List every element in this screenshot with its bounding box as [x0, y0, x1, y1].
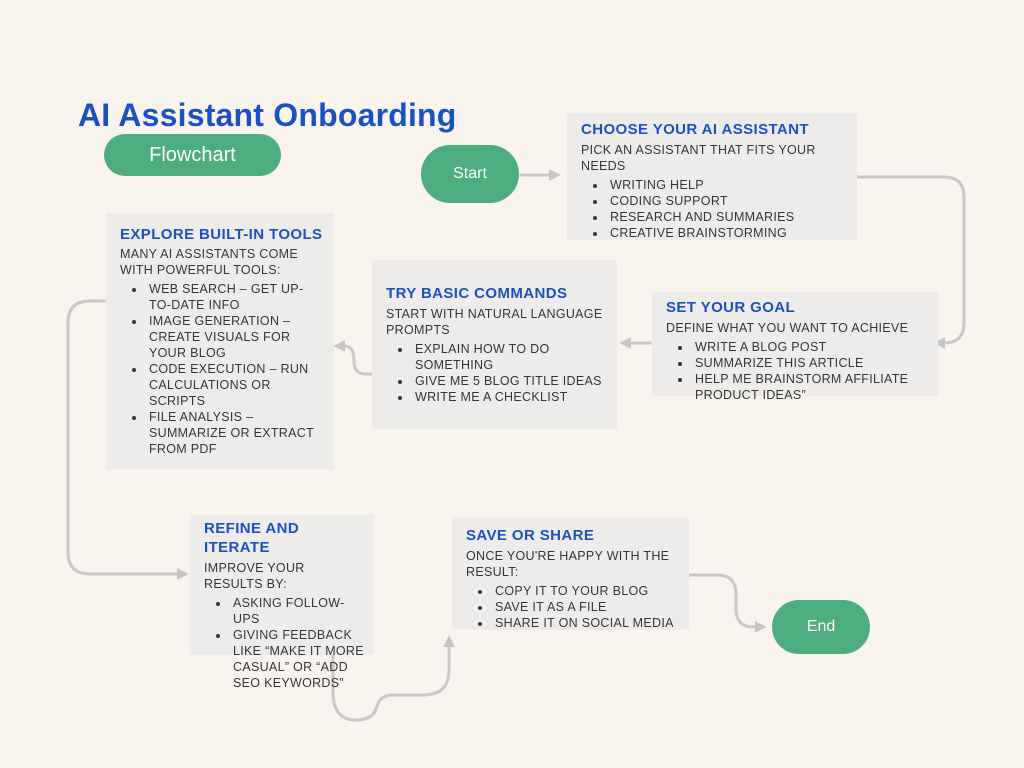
flow-node-choose-your-ai-assistant[interactable]: CHOOSE YOUR AI ASSISTANT PICK AN ASSISTA… — [567, 113, 857, 240]
bullet-item: EXPLAIN HOW TO DO SOMETHING — [412, 341, 607, 373]
connector-save-to-end — [687, 573, 767, 633]
bullet-item: IMAGE GENERATION – CREATE VISUALS FOR YO… — [146, 313, 324, 361]
bullet-item: WRITING HELP — [607, 177, 847, 193]
node-description: START WITH NATURAL LANGUAGE PROMPTS — [386, 306, 603, 337]
node-description: MANY AI ASSISTANTS COME WITH POWERFUL TO… — [120, 247, 299, 278]
node-bullet-list: WRITING HELP CODING SUPPORT RESEARCH AND… — [581, 177, 847, 241]
flow-node-save-or-share[interactable]: SAVE OR SHARE ONCE YOU'RE HAPPY WITH THE… — [452, 518, 689, 630]
bullet-item: SUMMARIZE THIS ARTICLE — [692, 355, 928, 371]
bullet-item: COPY IT TO YOUR BLOG — [492, 583, 679, 599]
node-title: EXPLORE BUILT-IN TOOLS — [120, 225, 323, 243]
node-title: CHOOSE YOUR AI ASSISTANT — [581, 121, 809, 138]
flow-node-refine-and-iterate[interactable]: REFINE AND ITERATE IMPROVE YOUR RESULTS … — [190, 514, 374, 690]
node-bullet-list: WRITE A BLOG POST SUMMARIZE THIS ARTICLE… — [666, 339, 928, 403]
bullet-item: RESEARCH AND SUMMARIES — [607, 209, 847, 225]
start-node[interactable]: Start — [421, 145, 519, 203]
bullet-item: CREATIVE BRAINSTORMING — [607, 225, 847, 241]
node-description: IMPROVE YOUR RESULTS BY: — [204, 560, 305, 591]
connector-choose-to-set-goal — [855, 175, 966, 349]
bullet-item: FILE ANALYSIS – SUMMARIZE OR EXTRACT FRO… — [146, 409, 324, 457]
node-bullet-list: WEB SEARCH – GET UP-TO-DATE INFO IMAGE G… — [120, 281, 324, 457]
bullet-item: CODING SUPPORT — [607, 193, 847, 209]
node-bullet-list: COPY IT TO YOUR BLOG SAVE IT AS A FILE S… — [466, 583, 679, 631]
node-title: SAVE OR SHARE — [466, 527, 595, 544]
bullet-item: HELP ME BRAINSTORM AFFILIATE PRODUCT IDE… — [692, 371, 928, 403]
flowchart-badge[interactable]: Flowchart — [104, 134, 281, 176]
connector-try-commands-to-explore-tools — [333, 340, 374, 376]
bullet-item: GIVE ME 5 BLOG TITLE IDEAS — [412, 373, 607, 389]
connector-explore-tools-to-refine — [66, 299, 189, 580]
flow-node-set-your-goal[interactable]: SET YOUR GOAL DEFINE WHAT YOU WANT TO AC… — [652, 292, 938, 402]
node-description: DEFINE WHAT YOU WANT TO ACHIEVE — [666, 320, 909, 335]
node-bullet-list: EXPLAIN HOW TO DO SOMETHING GIVE ME 5 BL… — [386, 341, 607, 405]
node-title: REFINE AND ITERATE — [204, 520, 300, 556]
node-description: PICK AN ASSISTANT THAT FITS YOUR NEEDS — [581, 142, 816, 173]
node-description: ONCE YOU'RE HAPPY WITH THE RESULT: — [466, 548, 670, 579]
flow-node-try-basic-commands[interactable]: TRY BASIC COMMANDS START WITH NATURAL LA… — [372, 260, 617, 430]
connector-refine-to-save — [331, 635, 455, 722]
bullet-item: WRITE A BLOG POST — [692, 339, 928, 355]
bullet-item: SAVE IT AS A FILE — [492, 599, 679, 615]
bullet-item: CODE EXECUTION – RUN CALCULATIONS OR SCR… — [146, 361, 324, 409]
node-title: SET YOUR GOAL — [666, 299, 796, 316]
bullet-item: ASKING FOLLOW-UPS — [230, 595, 364, 627]
page-title: AI Assistant Onboarding — [78, 97, 457, 134]
bullet-item: SHARE IT ON SOCIAL MEDIA — [492, 615, 679, 631]
end-node[interactable]: End — [772, 600, 870, 654]
node-bullet-list: ASKING FOLLOW-UPS GIVING FEEDBACK LIKE “… — [204, 595, 364, 691]
node-title: TRY BASIC COMMANDS — [386, 285, 568, 303]
flow-node-explore-built-in-tools[interactable]: EXPLORE BUILT-IN TOOLS MANY AI ASSISTANT… — [106, 213, 334, 470]
bullet-item: GIVING FEEDBACK LIKE “MAKE IT MORE CASUA… — [230, 627, 364, 691]
bullet-item: WRITE ME A CHECKLIST — [412, 389, 607, 405]
bullet-item: WEB SEARCH – GET UP-TO-DATE INFO — [146, 281, 324, 313]
